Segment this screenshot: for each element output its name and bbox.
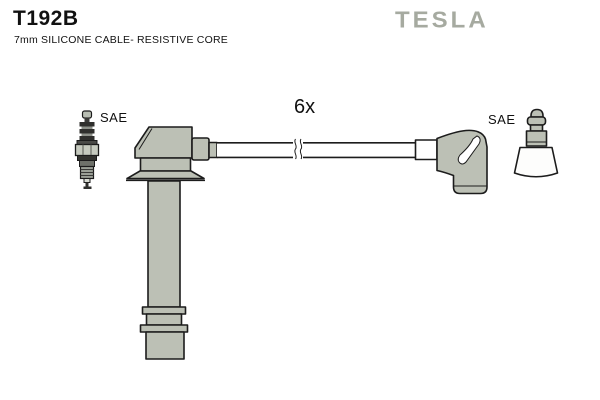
brand-logo: TESLA — [395, 7, 489, 34]
cable-illustration — [217, 138, 438, 161]
coil-boot-illustration — [126, 126, 218, 360]
product-code: T192B — [13, 7, 79, 30]
product-description: 7mm SILICONE CABLE- RESISTIVE CORE — [14, 34, 228, 46]
quantity-label: 6x — [294, 96, 316, 118]
length-break-mark — [299, 138, 303, 160]
sae-label-left: SAE — [100, 110, 128, 125]
elbow-boot-illustration — [436, 129, 488, 195]
length-break-mark — [294, 138, 297, 160]
plug-terminal-icon — [513, 108, 559, 178]
spark-plug-icon — [74, 110, 100, 189]
sae-label-right: SAE — [488, 112, 516, 127]
